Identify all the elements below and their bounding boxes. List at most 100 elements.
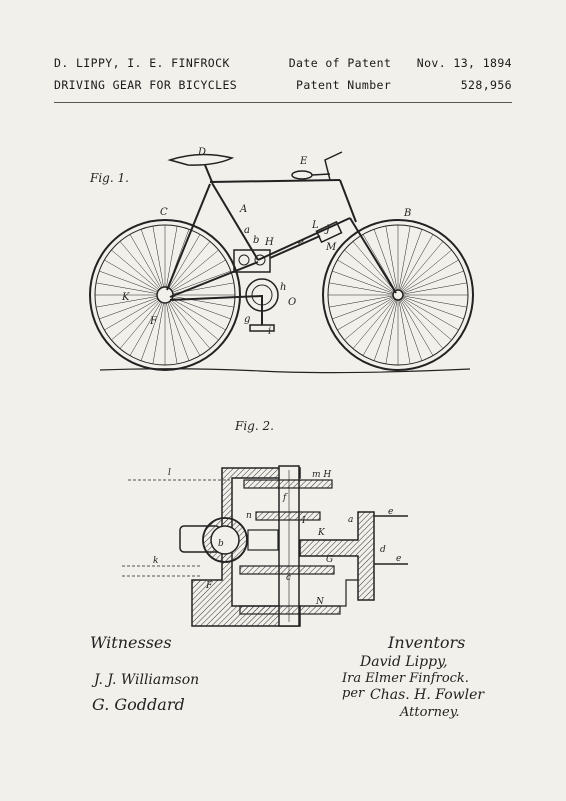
wheel-spoke: [164, 259, 226, 296]
wheel-spoke: [397, 294, 411, 364]
wheel-spoke: [373, 229, 399, 296]
svg-text:M: M: [325, 242, 337, 253]
wheel-spoke: [397, 294, 464, 320]
wheel-spoke: [104, 294, 166, 331]
rear-wheel: [89, 219, 241, 371]
crank-gear: [233, 220, 343, 332]
svg-text:J: J: [324, 224, 331, 235]
wheel-spoke: [397, 294, 434, 356]
wheel-spoke: [164, 294, 234, 308]
wheel-spoke: [111, 249, 166, 296]
svg-text:L: L: [311, 220, 319, 231]
wheel-spoke: [397, 270, 464, 296]
svg-text:G: G: [326, 555, 333, 565]
witnesses-label: Witnesses: [90, 633, 172, 652]
svg-text:g: g: [244, 314, 250, 325]
svg-text:e: e: [396, 554, 401, 564]
patent-number-value: 528,956: [460, 78, 512, 92]
wheel-spoke: [337, 259, 399, 296]
date-of-patent-value: Nov. 13, 1894: [416, 56, 512, 70]
wheel-spoke: [164, 294, 211, 349]
wheel-spoke: [164, 294, 178, 364]
wheel-spoke: [397, 249, 452, 296]
svg-text:h: h: [280, 282, 286, 293]
svg-text:c: c: [286, 573, 291, 583]
wheel-spoke: [352, 294, 399, 349]
wheel-spoke: [397, 226, 411, 296]
svg-text:e: e: [388, 507, 393, 517]
header-divider: [54, 102, 512, 103]
wheel-spoke: [119, 294, 166, 349]
signatures: Witnesses J. J. Williamson G. Goddard In…: [90, 633, 485, 720]
bicycle-illustration: [89, 151, 474, 374]
wheel-spoke: [96, 282, 166, 296]
svg-text:B: B: [403, 208, 411, 219]
handlebar: [291, 151, 343, 181]
wheel-spoke: [332, 294, 399, 320]
wheel-spoke: [332, 270, 399, 296]
inventor-1-signature: David Lippy,: [359, 654, 448, 670]
svg-text:F: F: [205, 581, 213, 591]
inventors-label: Inventors: [387, 633, 465, 652]
wheel-spoke: [397, 294, 423, 361]
gear-detail-illustration: [122, 465, 408, 627]
wheel-spoke: [329, 294, 399, 308]
wheel-spoke: [352, 241, 399, 296]
wheel-spoke: [152, 294, 166, 364]
wheel-spoke: [397, 294, 467, 308]
wheel-spoke: [111, 294, 166, 341]
patent-header: D. LIPPY, I. E. FINFROCK Date of Patent …: [54, 52, 512, 96]
fig1-label: Fig. 1.: [89, 171, 129, 185]
svg-text:E: E: [299, 156, 308, 167]
svg-text:d: d: [380, 545, 386, 555]
svg-text:D: D: [197, 147, 206, 158]
wheel-spoke: [164, 282, 234, 296]
svg-text:k: k: [153, 556, 158, 566]
wheel-spoke: [152, 226, 166, 296]
svg-text:F: F: [149, 316, 158, 327]
svg-text:K: K: [121, 292, 130, 303]
svg-text:i: i: [268, 326, 271, 337]
witness-2-signature: G. Goddard: [92, 695, 185, 714]
attorney-signature: Chas. H. Fowler: [370, 687, 485, 703]
patent-title: DRIVING GEAR FOR BICYCLES: [54, 78, 238, 92]
wheel-spoke: [129, 234, 166, 296]
wheel-spoke: [397, 294, 444, 349]
svg-text:H: H: [264, 237, 274, 248]
wheel-spoke: [164, 249, 219, 296]
svg-text:b: b: [253, 235, 259, 246]
wheel-spoke: [104, 259, 166, 296]
wheel-spoke: [397, 282, 467, 296]
svg-text:C: C: [160, 207, 168, 218]
wheel-spoke: [140, 229, 166, 296]
svg-text:f: f: [282, 493, 288, 503]
svg-text:n: n: [246, 511, 252, 521]
wheel-spoke: [164, 241, 211, 296]
wheel-spoke: [362, 294, 399, 356]
svg-text:e: e: [298, 237, 304, 248]
wheel-spoke: [96, 294, 166, 308]
wheel-spoke: [119, 241, 166, 296]
patent-number-label: Patent Number: [296, 78, 392, 92]
fig2-label: Fig. 2.: [234, 419, 274, 433]
wheel-spoke: [99, 270, 166, 296]
date-of-patent-label: Date of Patent: [288, 56, 392, 70]
wheel-spoke: [397, 229, 423, 296]
bicycle-frame: [166, 179, 397, 301]
wheel-spoke: [164, 294, 190, 361]
wheel-spoke: [397, 294, 459, 331]
wheel-spoke: [99, 294, 166, 320]
svg-text:K: K: [317, 528, 326, 538]
inventor-2-signature: Ira Elmer Finfrock.: [341, 671, 469, 686]
wheel-spoke: [397, 241, 444, 296]
wheel-spoke: [164, 270, 231, 296]
saddle: [167, 153, 235, 166]
wheel-spoke: [164, 294, 201, 356]
witness-1-signature: J. J. Williamson: [91, 672, 199, 688]
svg-text:l: l: [168, 468, 171, 478]
svg-text:a: a: [244, 225, 250, 236]
svg-text:A: A: [239, 204, 247, 215]
wheel-spoke: [397, 234, 434, 296]
